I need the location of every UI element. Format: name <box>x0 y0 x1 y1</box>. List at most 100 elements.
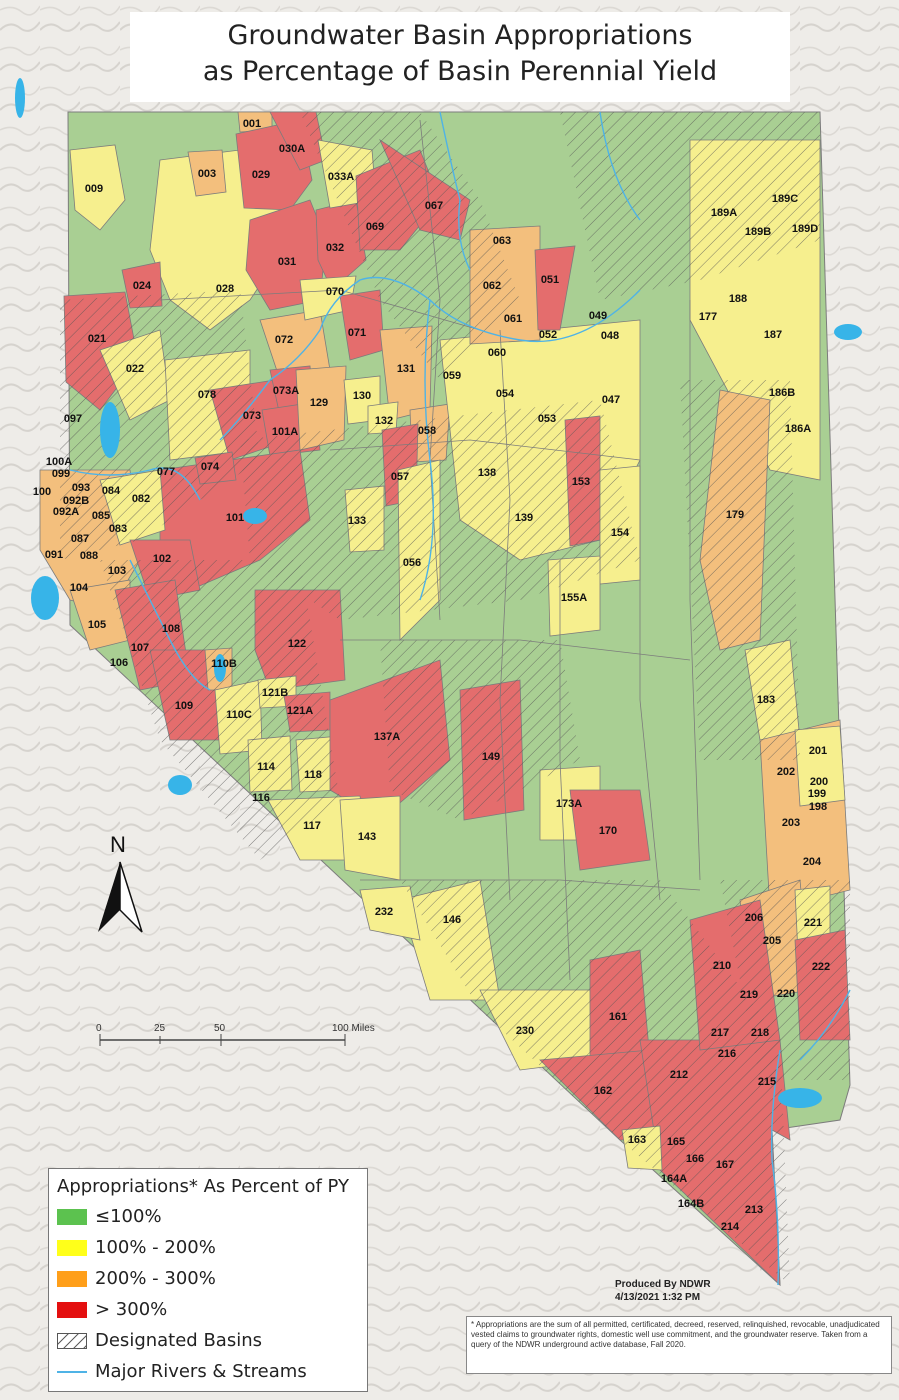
basin-label-104: 104 <box>70 582 89 594</box>
title-line-1: Groundwater Basin Appropriations <box>227 20 693 51</box>
boundary-line <box>639 460 661 901</box>
basin-label-118: 118 <box>304 769 322 781</box>
boundary-line <box>329 439 641 461</box>
basin-label-049: 049 <box>589 310 607 322</box>
basin-label-186B: 186B <box>769 387 795 399</box>
basin-label-107: 107 <box>131 642 149 654</box>
boundary-line <box>419 119 441 621</box>
legend-swatch-yellow <box>57 1239 87 1256</box>
legend-label: 200% - 300% <box>95 1268 216 1289</box>
basin-label-149: 149 <box>482 751 500 763</box>
basin-label-167: 167 <box>716 1159 734 1171</box>
basin-label-106: 106 <box>110 657 128 669</box>
basin-label-189A: 189A <box>711 207 737 219</box>
basin-label-108: 108 <box>162 623 180 635</box>
basin-label-088: 088 <box>80 550 98 562</box>
region-yellow-009 <box>69 144 126 231</box>
basin-label-093: 093 <box>72 482 90 494</box>
basin-label-109: 109 <box>175 700 193 712</box>
basin-label-085: 085 <box>92 510 110 522</box>
produced-by: Produced By NDWR 4/13/2021 1:32 PM <box>615 1278 755 1304</box>
scale-label-25: 25 <box>154 1023 166 1034</box>
lake-outside-ne <box>834 324 862 340</box>
basin-label-215: 215 <box>758 1076 776 1088</box>
lake-carson-sink <box>243 508 267 524</box>
hatch-swatch-icon <box>57 1332 87 1349</box>
basin-label-198: 198 <box>809 801 827 813</box>
basin-label-232: 232 <box>375 906 393 918</box>
legend-item-gt300: > 300% <box>49 1294 367 1325</box>
basin-label-092B: 092B <box>63 495 89 507</box>
north-label: N <box>110 832 126 857</box>
basin-label-060: 060 <box>488 347 506 359</box>
basin-label-100: 100 <box>33 486 51 498</box>
region-orange-003 <box>187 149 227 197</box>
basin-label-189C: 189C <box>772 193 798 205</box>
region-yellow-232 <box>359 885 421 941</box>
basin-label-122: 122 <box>288 638 306 650</box>
river-colorado <box>770 1049 781 1286</box>
boundary-line <box>159 289 481 331</box>
basin-label-217: 217 <box>711 1027 729 1039</box>
basin-label-188: 188 <box>729 293 747 305</box>
basin-label-220: 220 <box>777 988 795 1000</box>
basin-label-230: 230 <box>516 1025 534 1037</box>
basin-boundaries <box>159 119 701 981</box>
basin-label-101: 101 <box>226 512 244 524</box>
legend-label: 100% - 200% <box>95 1237 216 1258</box>
basin-label-082: 082 <box>132 493 150 505</box>
scale-label-0: 0 <box>96 1023 102 1034</box>
hatch-southwest <box>100 560 340 860</box>
region-red-051 <box>534 245 576 331</box>
basin-label-137A: 137A <box>374 731 400 743</box>
boundary-line <box>559 560 571 981</box>
basin-label-189B: 189B <box>745 226 771 238</box>
legend-item-100-200: 100% - 200% <box>49 1232 367 1263</box>
basin-label-054: 054 <box>496 388 515 400</box>
legend-item-le100: ≤100% <box>49 1201 367 1232</box>
basin-label-073: 073 <box>243 410 261 422</box>
basin-label-101A: 101A <box>272 426 298 438</box>
basin-label-202: 202 <box>777 766 795 778</box>
lake-tahoe <box>31 576 59 620</box>
boundary-line <box>360 879 701 891</box>
basin-label-179: 179 <box>726 509 744 521</box>
river-reese <box>419 299 435 601</box>
legend-heading: Appropriations* As Percent of PY <box>57 1176 350 1197</box>
basin-label-073A: 073A <box>273 385 299 397</box>
title-line-2: as Percentage of Basin Perennial Yield <box>202 56 718 87</box>
hatch-west <box>60 290 260 560</box>
basin-label-201: 201 <box>809 745 827 757</box>
basin-label-100A: 100A <box>46 456 72 468</box>
basin-label-131: 131 <box>397 363 415 375</box>
boundary-line <box>340 639 691 661</box>
basin-label-170: 170 <box>599 825 617 837</box>
basin-label-061: 061 <box>504 313 522 325</box>
basin-label-097: 097 <box>64 413 82 425</box>
basin-label-166: 166 <box>686 1153 704 1165</box>
basin-label-031: 031 <box>278 256 296 268</box>
basin-label-056: 056 <box>403 557 421 569</box>
river-line-icon <box>57 1370 87 1373</box>
basin-label-133: 133 <box>348 515 366 527</box>
basin-label-105: 105 <box>88 619 106 631</box>
basin-label-051: 051 <box>541 274 559 286</box>
legend-label: Designated Basins <box>95 1330 263 1351</box>
basin-label-091: 091 <box>45 549 63 561</box>
basin-label-214: 214 <box>721 1221 740 1233</box>
basin-label-087: 087 <box>71 533 89 545</box>
basin-label-099: 099 <box>52 468 70 480</box>
basin-label-072: 072 <box>275 334 293 346</box>
basin-label-129: 129 <box>310 397 328 409</box>
river-humboldt <box>219 276 641 441</box>
basin-label-078: 078 <box>198 389 216 401</box>
basin-label-121A: 121A <box>287 705 313 717</box>
designated-hatching <box>60 112 850 1285</box>
basin-label-213: 213 <box>745 1204 763 1216</box>
north-arrow-left <box>98 862 120 932</box>
basin-label-071: 071 <box>348 327 366 339</box>
basin-label-003: 003 <box>198 168 216 180</box>
basin-label-057: 057 <box>391 471 409 483</box>
basin-label-053: 053 <box>538 413 556 425</box>
